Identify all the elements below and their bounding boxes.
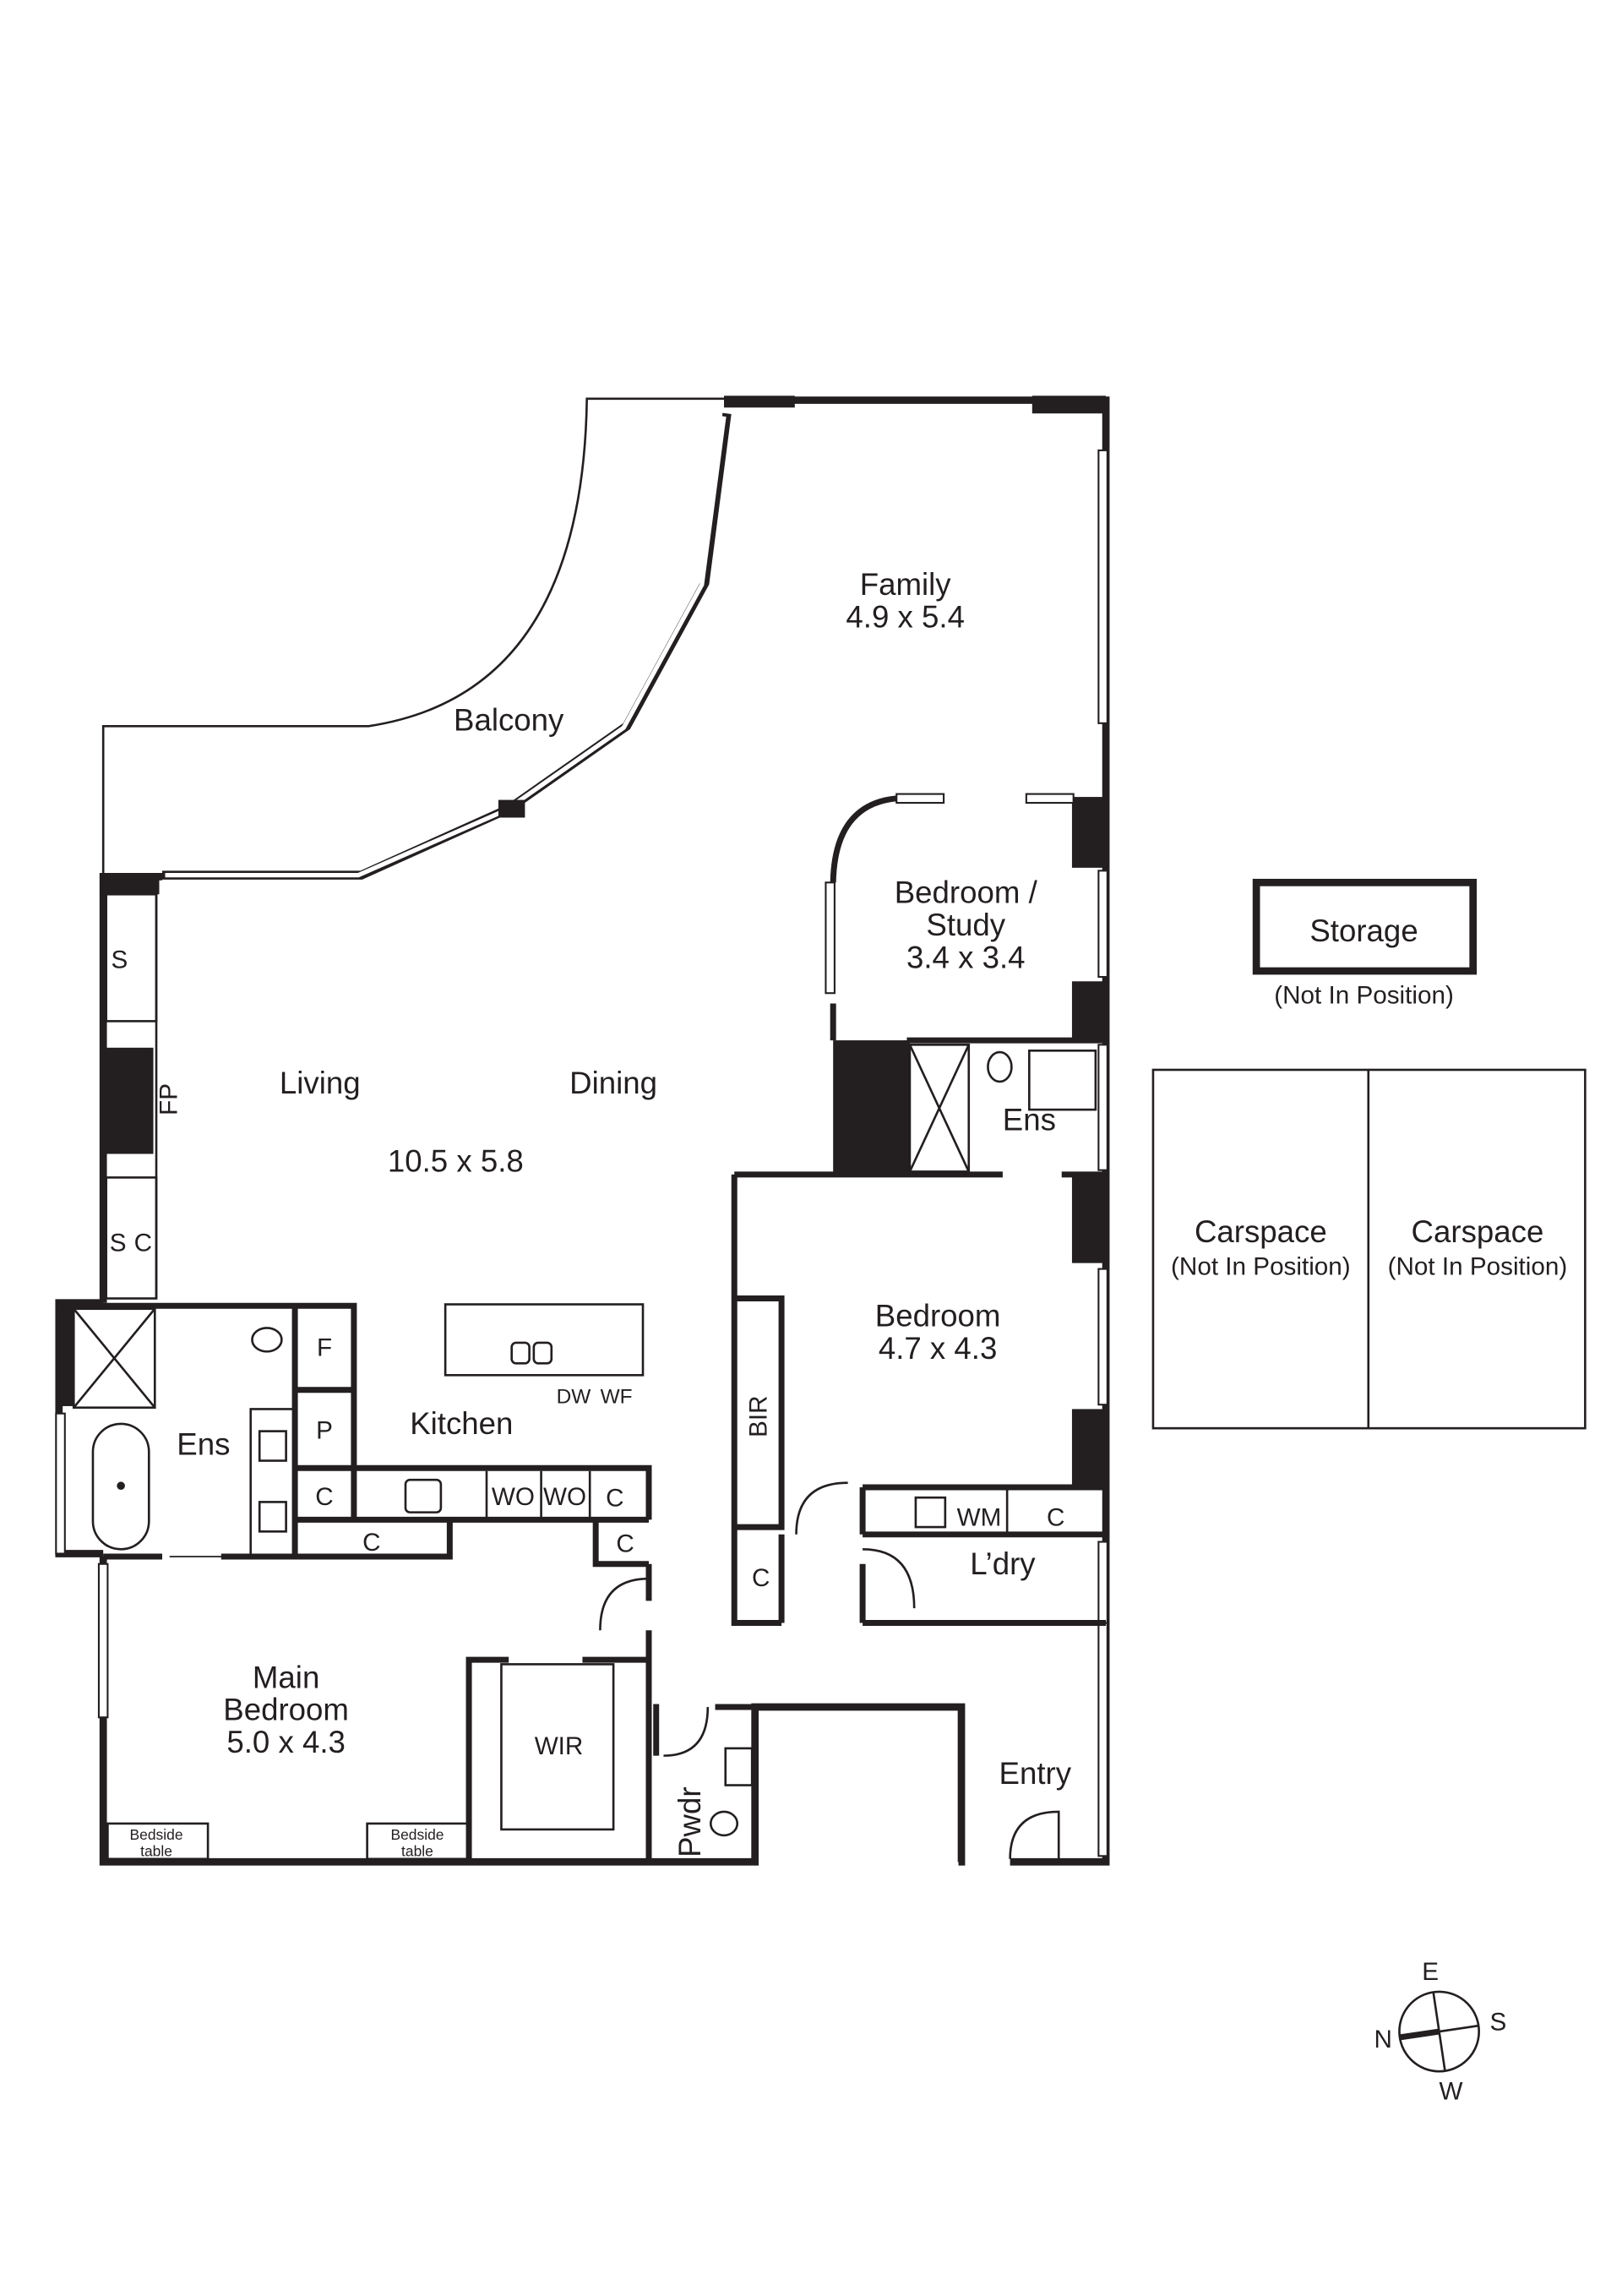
compass-icon: E S N W bbox=[1374, 1958, 1507, 2105]
ens-main-label: Ens bbox=[177, 1427, 230, 1462]
svg-text:WO: WO bbox=[543, 1483, 586, 1511]
bedroom-size: 4.7 x 4.3 bbox=[879, 1331, 998, 1366]
kitchen-label: Kitchen bbox=[410, 1406, 513, 1441]
main-bedroom-size: 5.0 x 4.3 bbox=[226, 1725, 346, 1759]
main-bedroom-label-2: Bedroom bbox=[223, 1693, 349, 1727]
storage-label: Storage bbox=[1309, 913, 1418, 948]
svg-text:F: F bbox=[317, 1334, 332, 1362]
svg-text:Bedside: Bedside bbox=[390, 1826, 444, 1843]
bedroom-label: Bedroom bbox=[875, 1299, 1001, 1333]
balcony-label: Balcony bbox=[454, 703, 564, 738]
fixtures bbox=[72, 892, 1097, 1861]
wir-label: WIR bbox=[535, 1732, 584, 1760]
storage-box bbox=[1252, 878, 1478, 975]
svg-text:C: C bbox=[362, 1529, 380, 1557]
main-bedroom-label-1: Main bbox=[253, 1660, 319, 1694]
svg-text:S: S bbox=[1489, 2008, 1506, 2036]
svg-text:C: C bbox=[752, 1564, 770, 1592]
svg-text:WF: WF bbox=[601, 1385, 633, 1408]
svg-text:S: S bbox=[111, 946, 128, 974]
svg-text:C: C bbox=[1047, 1503, 1064, 1531]
carspace-1-label: Carspace bbox=[1195, 1214, 1327, 1249]
balcony-outline bbox=[101, 397, 725, 874]
bedroom-study-label-1: Bedroom / bbox=[895, 875, 1038, 910]
living-dining-size: 10.5 x 5.8 bbox=[388, 1143, 524, 1178]
bedroom-study-label-2: Study bbox=[926, 908, 1005, 942]
svg-text:C: C bbox=[616, 1530, 634, 1558]
exterior-walls bbox=[55, 395, 1110, 1866]
svg-text:S: S bbox=[110, 1230, 127, 1257]
svg-text:W: W bbox=[1440, 2077, 1463, 2105]
fixture-labels: S FP S C F P C C WO WO C C DW WF C WM C … bbox=[110, 946, 1065, 1860]
svg-text:WO: WO bbox=[492, 1483, 535, 1511]
laundry-label: L’dry bbox=[970, 1546, 1036, 1581]
svg-text:DW: DW bbox=[557, 1385, 591, 1408]
svg-text:P: P bbox=[316, 1416, 333, 1444]
svg-text:Bedside: Bedside bbox=[130, 1826, 183, 1843]
living-label: Living bbox=[280, 1066, 361, 1100]
pwdr-label: Pwdr bbox=[672, 1786, 707, 1857]
bedroom-study-size: 3.4 x 3.4 bbox=[906, 941, 1026, 975]
storage-note: (Not In Position) bbox=[1274, 981, 1454, 1009]
svg-text:table: table bbox=[401, 1842, 433, 1859]
dining-label: Dining bbox=[569, 1066, 657, 1100]
family-size: 4.9 x 5.4 bbox=[846, 599, 965, 634]
svg-text:FP: FP bbox=[155, 1083, 182, 1115]
bir-label: BIR bbox=[745, 1395, 773, 1437]
carspace-2-note: (Not In Position) bbox=[1388, 1253, 1568, 1281]
svg-text:WM: WM bbox=[957, 1503, 1002, 1531]
svg-text:C: C bbox=[315, 1483, 333, 1511]
svg-text:N: N bbox=[1374, 2026, 1392, 2053]
svg-text:table: table bbox=[140, 1842, 172, 1859]
svg-text:C: C bbox=[134, 1230, 152, 1257]
glazed-facade bbox=[162, 412, 732, 880]
svg-text:E: E bbox=[1422, 1958, 1439, 1986]
carspace-2-label: Carspace bbox=[1412, 1214, 1544, 1249]
svg-text:C: C bbox=[606, 1485, 623, 1513]
entry-label: Entry bbox=[999, 1756, 1072, 1791]
windows bbox=[55, 449, 1108, 1857]
carspace-1-note: (Not In Position) bbox=[1171, 1253, 1351, 1281]
column bbox=[498, 799, 525, 818]
family-label: Family bbox=[860, 567, 952, 602]
ens-upper-label: Ens bbox=[1003, 1103, 1056, 1137]
